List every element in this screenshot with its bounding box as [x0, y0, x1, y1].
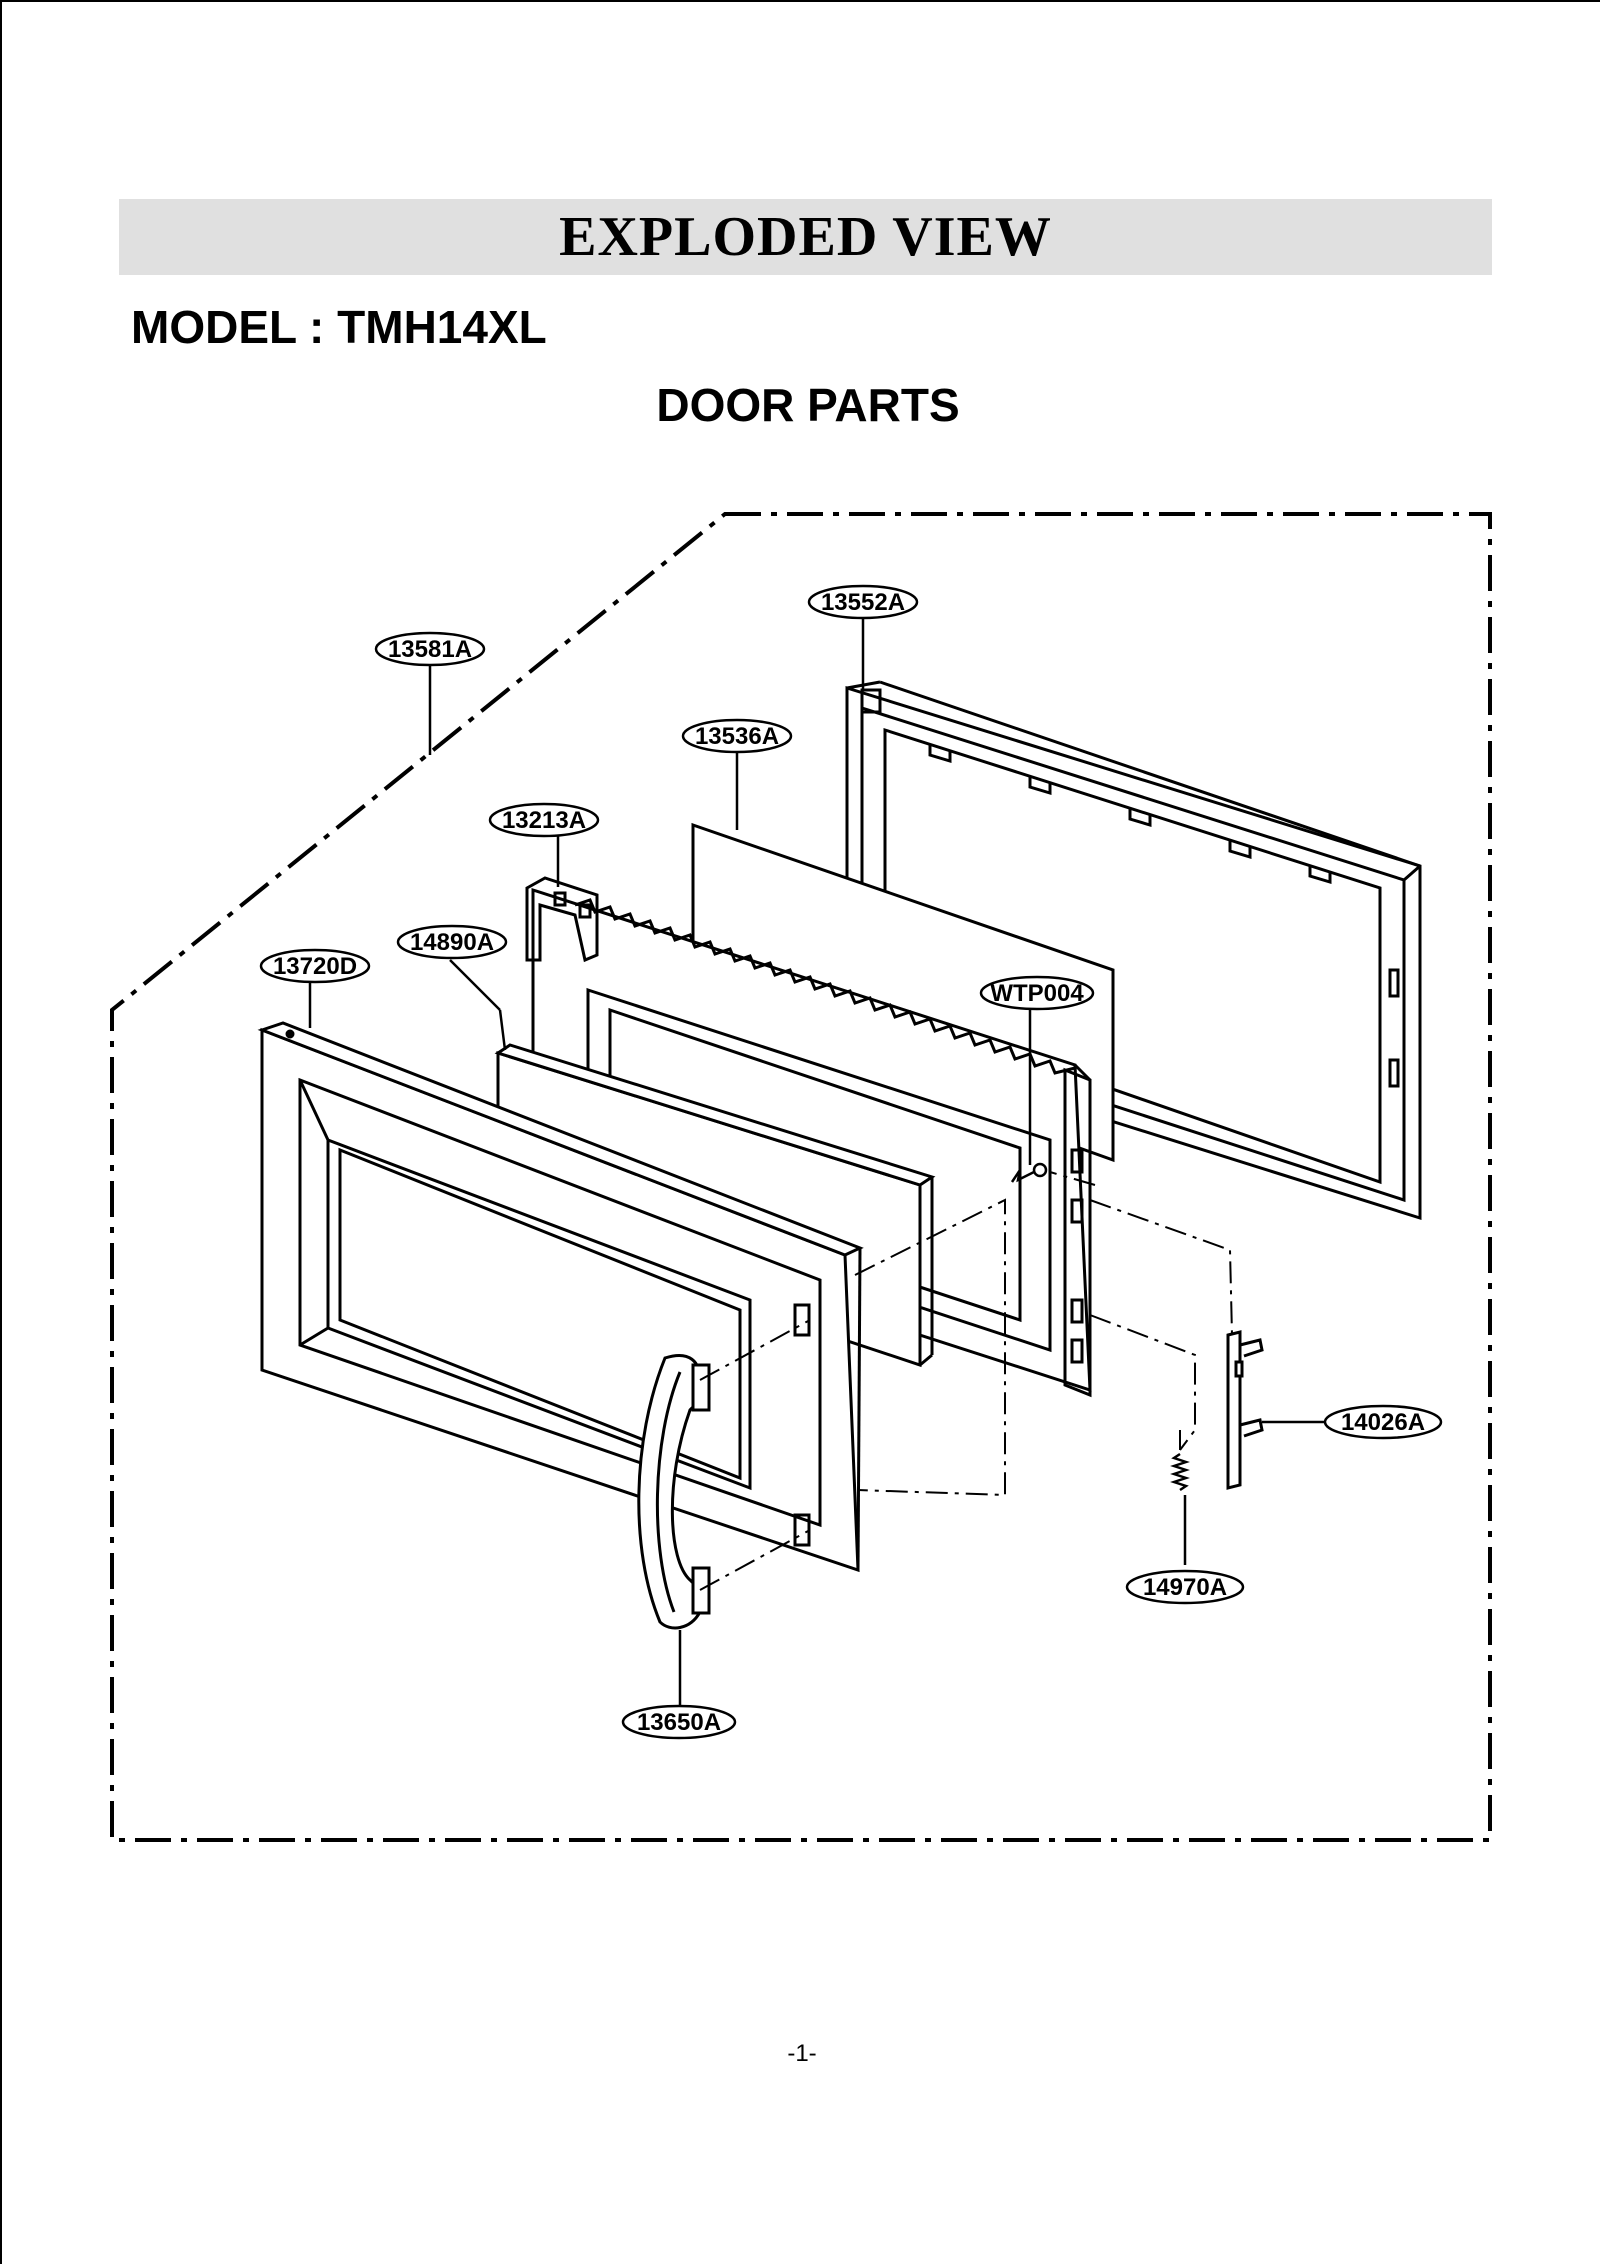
section-title: DOOR PARTS: [656, 379, 960, 431]
callout-label: WTP004: [990, 980, 1084, 1007]
latch-spring: [1170, 1452, 1190, 1492]
model-label: MODEL : TMH14XL: [131, 301, 547, 353]
door-handle: [637, 1354, 711, 1630]
callout-label: 13650A: [637, 1709, 721, 1736]
title-bar: EXPLODED VIEW: [119, 199, 1492, 275]
callout-label: 14026A: [1341, 1409, 1425, 1436]
callout-label: 13552A: [821, 589, 905, 616]
callout-13213A: 13213A: [488, 802, 600, 838]
assembly-boundary: [110, 512, 1492, 1842]
callout-14890A: 14890A: [396, 924, 508, 960]
door-front-frame: [257, 1021, 864, 1573]
assembly-guide-lines: [699, 1171, 1233, 1591]
callout-label: 13536A: [695, 723, 779, 750]
callout-label: 14970A: [1143, 1574, 1227, 1601]
callout-13650A: 13650A: [621, 1704, 737, 1740]
callout-13581A: 13581A: [374, 631, 486, 667]
leader-lines: [308, 617, 1325, 1708]
callout-label: 13581A: [388, 636, 472, 663]
callout-14026A: 14026A: [1323, 1404, 1443, 1440]
callout-13552A: 13552A: [807, 584, 919, 620]
callout-label: 14890A: [410, 929, 494, 956]
latch-hook: [1226, 1330, 1264, 1490]
callout-label: 13213A: [502, 807, 586, 834]
callout-WTP004: WTP004: [979, 975, 1095, 1011]
callout-13720D: 13720D: [259, 948, 371, 984]
callout-14970A: 14970A: [1125, 1569, 1245, 1605]
screw: [1010, 1162, 1048, 1183]
callout-13536A: 13536A: [681, 718, 793, 754]
page-number: -1-: [787, 2040, 817, 2067]
page-title: EXPLODED VIEW: [559, 206, 1052, 268]
callout-label: 13720D: [273, 953, 357, 980]
